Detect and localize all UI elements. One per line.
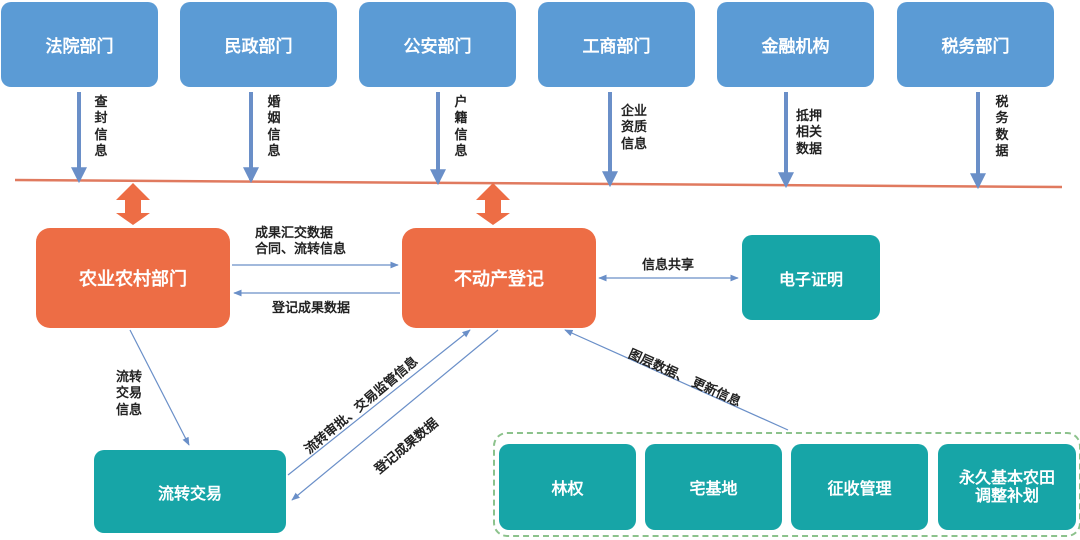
node-police: 公安部门	[359, 2, 516, 87]
edge-label-registry-to-agri: 登记成果数据	[272, 301, 351, 316]
top-arrows	[71, 92, 986, 190]
node-forest: 林权	[499, 444, 636, 530]
node-homestead-label: 宅基地	[689, 479, 738, 498]
flow-label-court: 查 封 信 息	[94, 95, 108, 159]
node-expropriation: 征收管理	[791, 444, 928, 530]
edge-group-to-registry	[564, 329, 789, 431]
divider-line	[14, 178, 1063, 189]
edge-label-info-share: 信息共享	[642, 258, 695, 273]
node-farmland-label: 永久基本农田 调整补划	[958, 467, 1055, 505]
edge-agri-to-trade	[129, 329, 190, 446]
flow-label-tax: 税 务 数 据	[995, 95, 1009, 159]
node-police-label: 公安部门	[403, 37, 472, 57]
flow-label-police: 户 籍 信 息	[454, 95, 468, 159]
node-commerce: 工商部门	[538, 2, 695, 87]
node-tax-label: 税务部门	[941, 37, 1010, 57]
node-finance: 金融机构	[717, 2, 874, 87]
node-ecert-label: 电子证明	[778, 269, 843, 289]
double-arrow-registry	[476, 183, 510, 225]
node-finance-label: 金融机构	[761, 37, 830, 57]
flow-label-commerce: 企业 资质 信息	[621, 104, 648, 152]
flow-label-finance: 抵押 相关 数据	[796, 109, 823, 157]
edge-trade-to-registry	[287, 329, 471, 476]
edge-registry-to-trade	[291, 329, 499, 501]
node-agri: 农业农村部门	[36, 228, 230, 328]
node-commerce-label: 工商部门	[582, 37, 651, 57]
node-ecert: 电子证明	[742, 235, 880, 320]
node-civil: 民政部门	[180, 2, 337, 87]
node-farmland: 永久基本农田 调整补划	[938, 444, 1076, 530]
node-civil-label: 民政部门	[224, 37, 293, 57]
flow-label-civil: 婚 姻 信 息	[267, 95, 281, 159]
node-registry: 不动产登记	[402, 228, 596, 328]
node-homestead: 宅基地	[645, 444, 782, 530]
node-agri-label: 农业农村部门	[79, 269, 187, 290]
double-arrow-agri	[116, 183, 150, 225]
edge-label-agri-to-registry: 成果汇交数据 合同、流转信息	[255, 226, 347, 258]
node-tax: 税务部门	[897, 2, 1054, 87]
node-court-label: 法院部门	[45, 37, 114, 57]
node-trade-label: 流转交易	[157, 483, 222, 503]
node-forest-label: 林权	[551, 479, 584, 498]
node-trade: 流转交易	[94, 450, 286, 533]
node-expropriation-label: 征收管理	[827, 479, 892, 498]
edge-label-agri-to-trade: 流转 交易 信息	[116, 370, 143, 418]
node-court: 法院部门	[1, 2, 158, 87]
node-registry-label: 不动产登记	[454, 269, 544, 290]
